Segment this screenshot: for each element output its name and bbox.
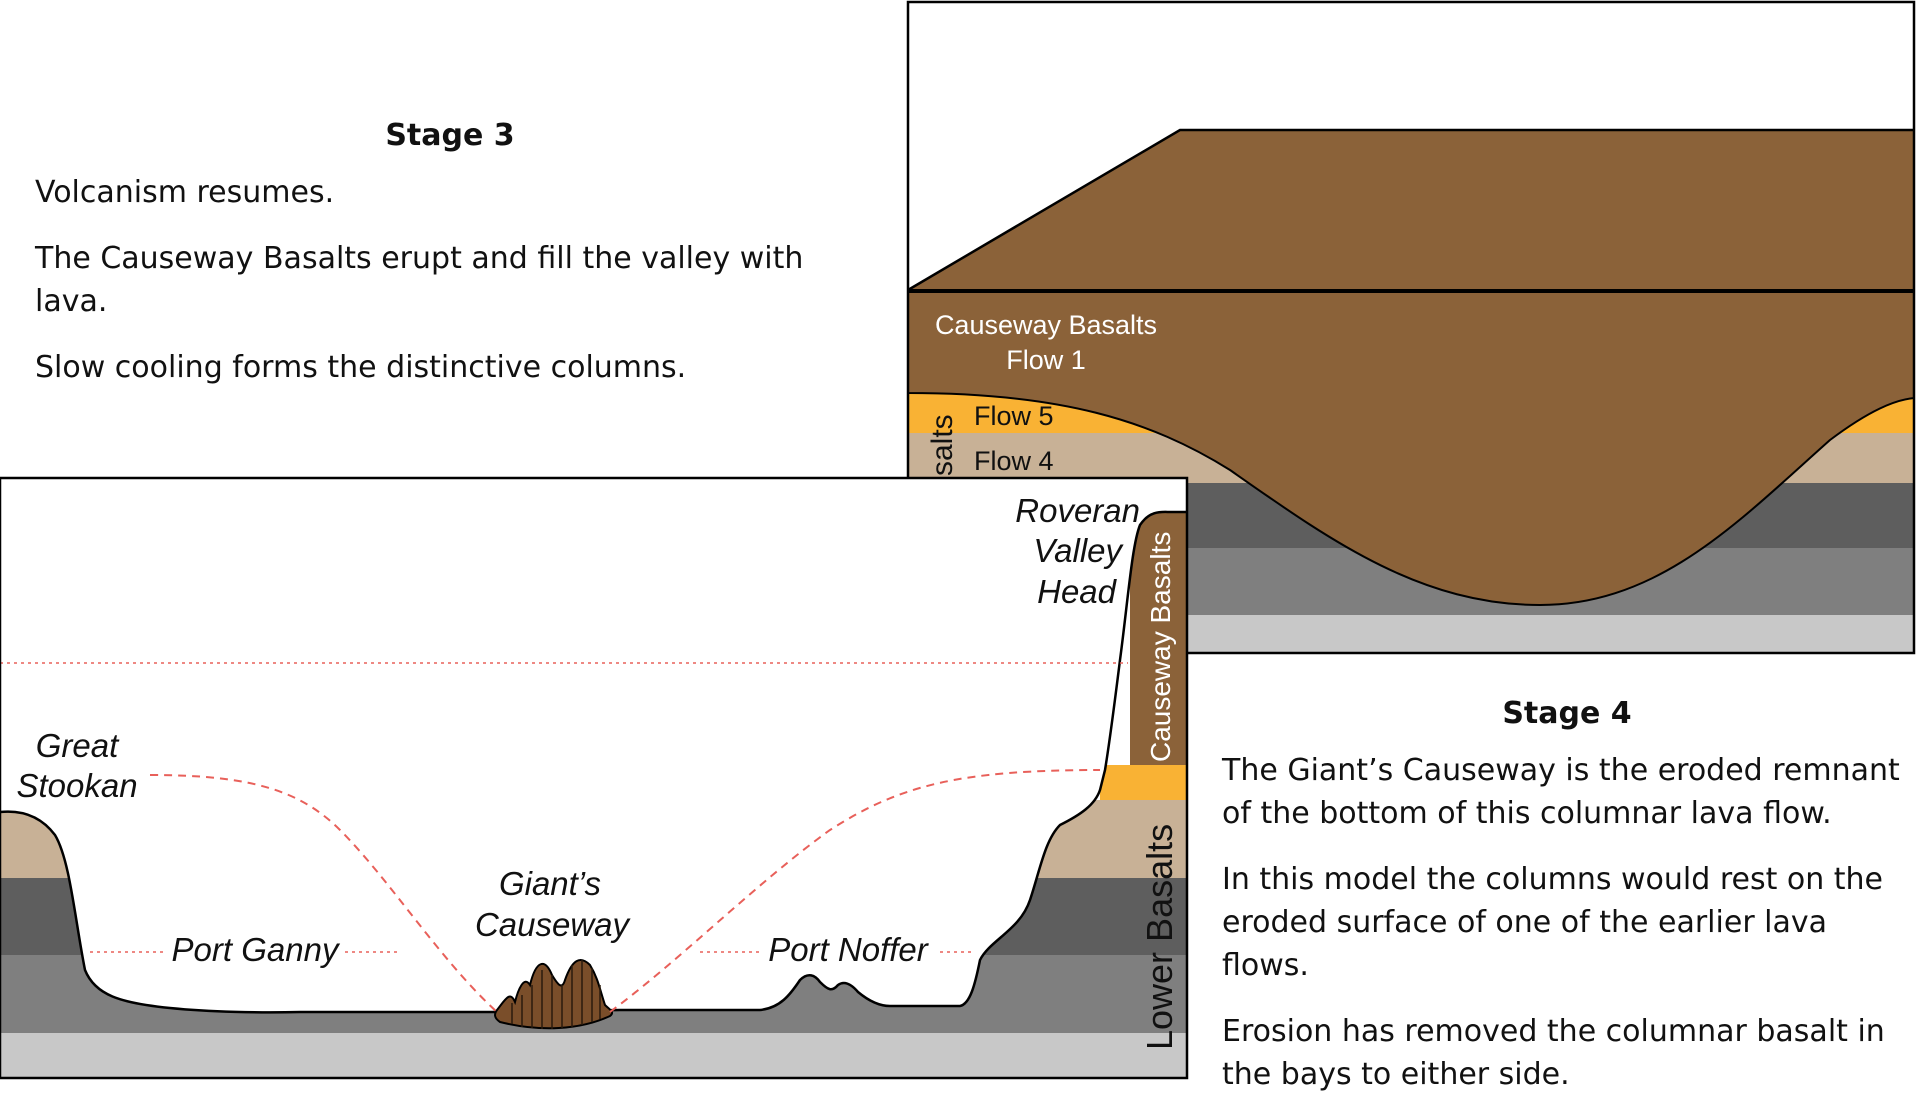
diagram-canvas: Causeway Basalts Flow 1 Flow 5 Flow 4 sa…	[0, 0, 1916, 1080]
bottom-ground-outline	[0, 510, 1187, 1015]
original-flow-outline	[149, 769, 1101, 1013]
label-head: Head	[1037, 573, 1118, 610]
stage4-cross-section: Roveran Valley Head Great Stookan Port G…	[0, 478, 1187, 1078]
stage3-line-3: Slow cooling forms the distinctive colum…	[35, 350, 687, 385]
top-surface-outline	[908, 128, 1914, 292]
top-valley-lava-fill	[908, 289, 1914, 607]
label-port-ganny: Port Ganny	[172, 931, 341, 968]
top-diagram-frame	[906, 0, 1916, 655]
bottom-stratum-orange	[1100, 765, 1187, 800]
label-giants: Giant’s	[499, 865, 601, 902]
stage3-title: Stage 3	[385, 118, 515, 153]
stage4-title: Stage 4	[1502, 696, 1632, 731]
stage3-line-1: Volcanism resumes.	[35, 175, 335, 210]
label-stookan: Stookan	[16, 767, 137, 804]
label-causeway: Causeway	[475, 906, 632, 943]
label-flow1: Flow 1	[1006, 345, 1086, 375]
bottom-causeway-remnant-cliff	[1130, 510, 1187, 765]
bottom-eroded-air	[0, 478, 1187, 1014]
stage4-line-2: In this model the columns would rest on …	[1222, 862, 1884, 983]
giants-causeway-columns	[511, 960, 601, 1029]
bottom-stratum-light-grey	[0, 1033, 1187, 1078]
label-causeway-basalts-vertical: Causeway Basalts	[1145, 532, 1176, 762]
label-port-noffer: Port Noffer	[768, 931, 930, 968]
label-roveran: Roveran	[1015, 492, 1140, 529]
label-lower-basalts-partial: salts	[926, 414, 959, 476]
stage3-cross-section: Causeway Basalts Flow 1 Flow 5 Flow 4 sa…	[908, 2, 1914, 653]
stage3-line-2: The Causeway Basalts erupt and fill the …	[35, 241, 804, 319]
stage3-text-block: Stage 3 Volcanism resumes. The Causeway …	[35, 118, 855, 412]
label-lower-basalts-vertical: Lower Basalts	[1139, 824, 1180, 1050]
bottom-place-labels: Roveran Valley Head Great Stookan Port G…	[16, 492, 1140, 968]
label-flow4: Flow 4	[974, 446, 1054, 476]
label-causeway-basalts: Causeway Basalts	[935, 310, 1157, 340]
label-flow5: Flow 5	[974, 401, 1054, 431]
stage4-line-1: The Giant’s Causeway is the eroded remna…	[1222, 753, 1900, 831]
label-valley: Valley	[1033, 532, 1124, 569]
bottom-diagram-frame	[0, 476, 1189, 1080]
label-great: Great	[36, 727, 120, 764]
giants-causeway-outcrop	[494, 959, 614, 1030]
